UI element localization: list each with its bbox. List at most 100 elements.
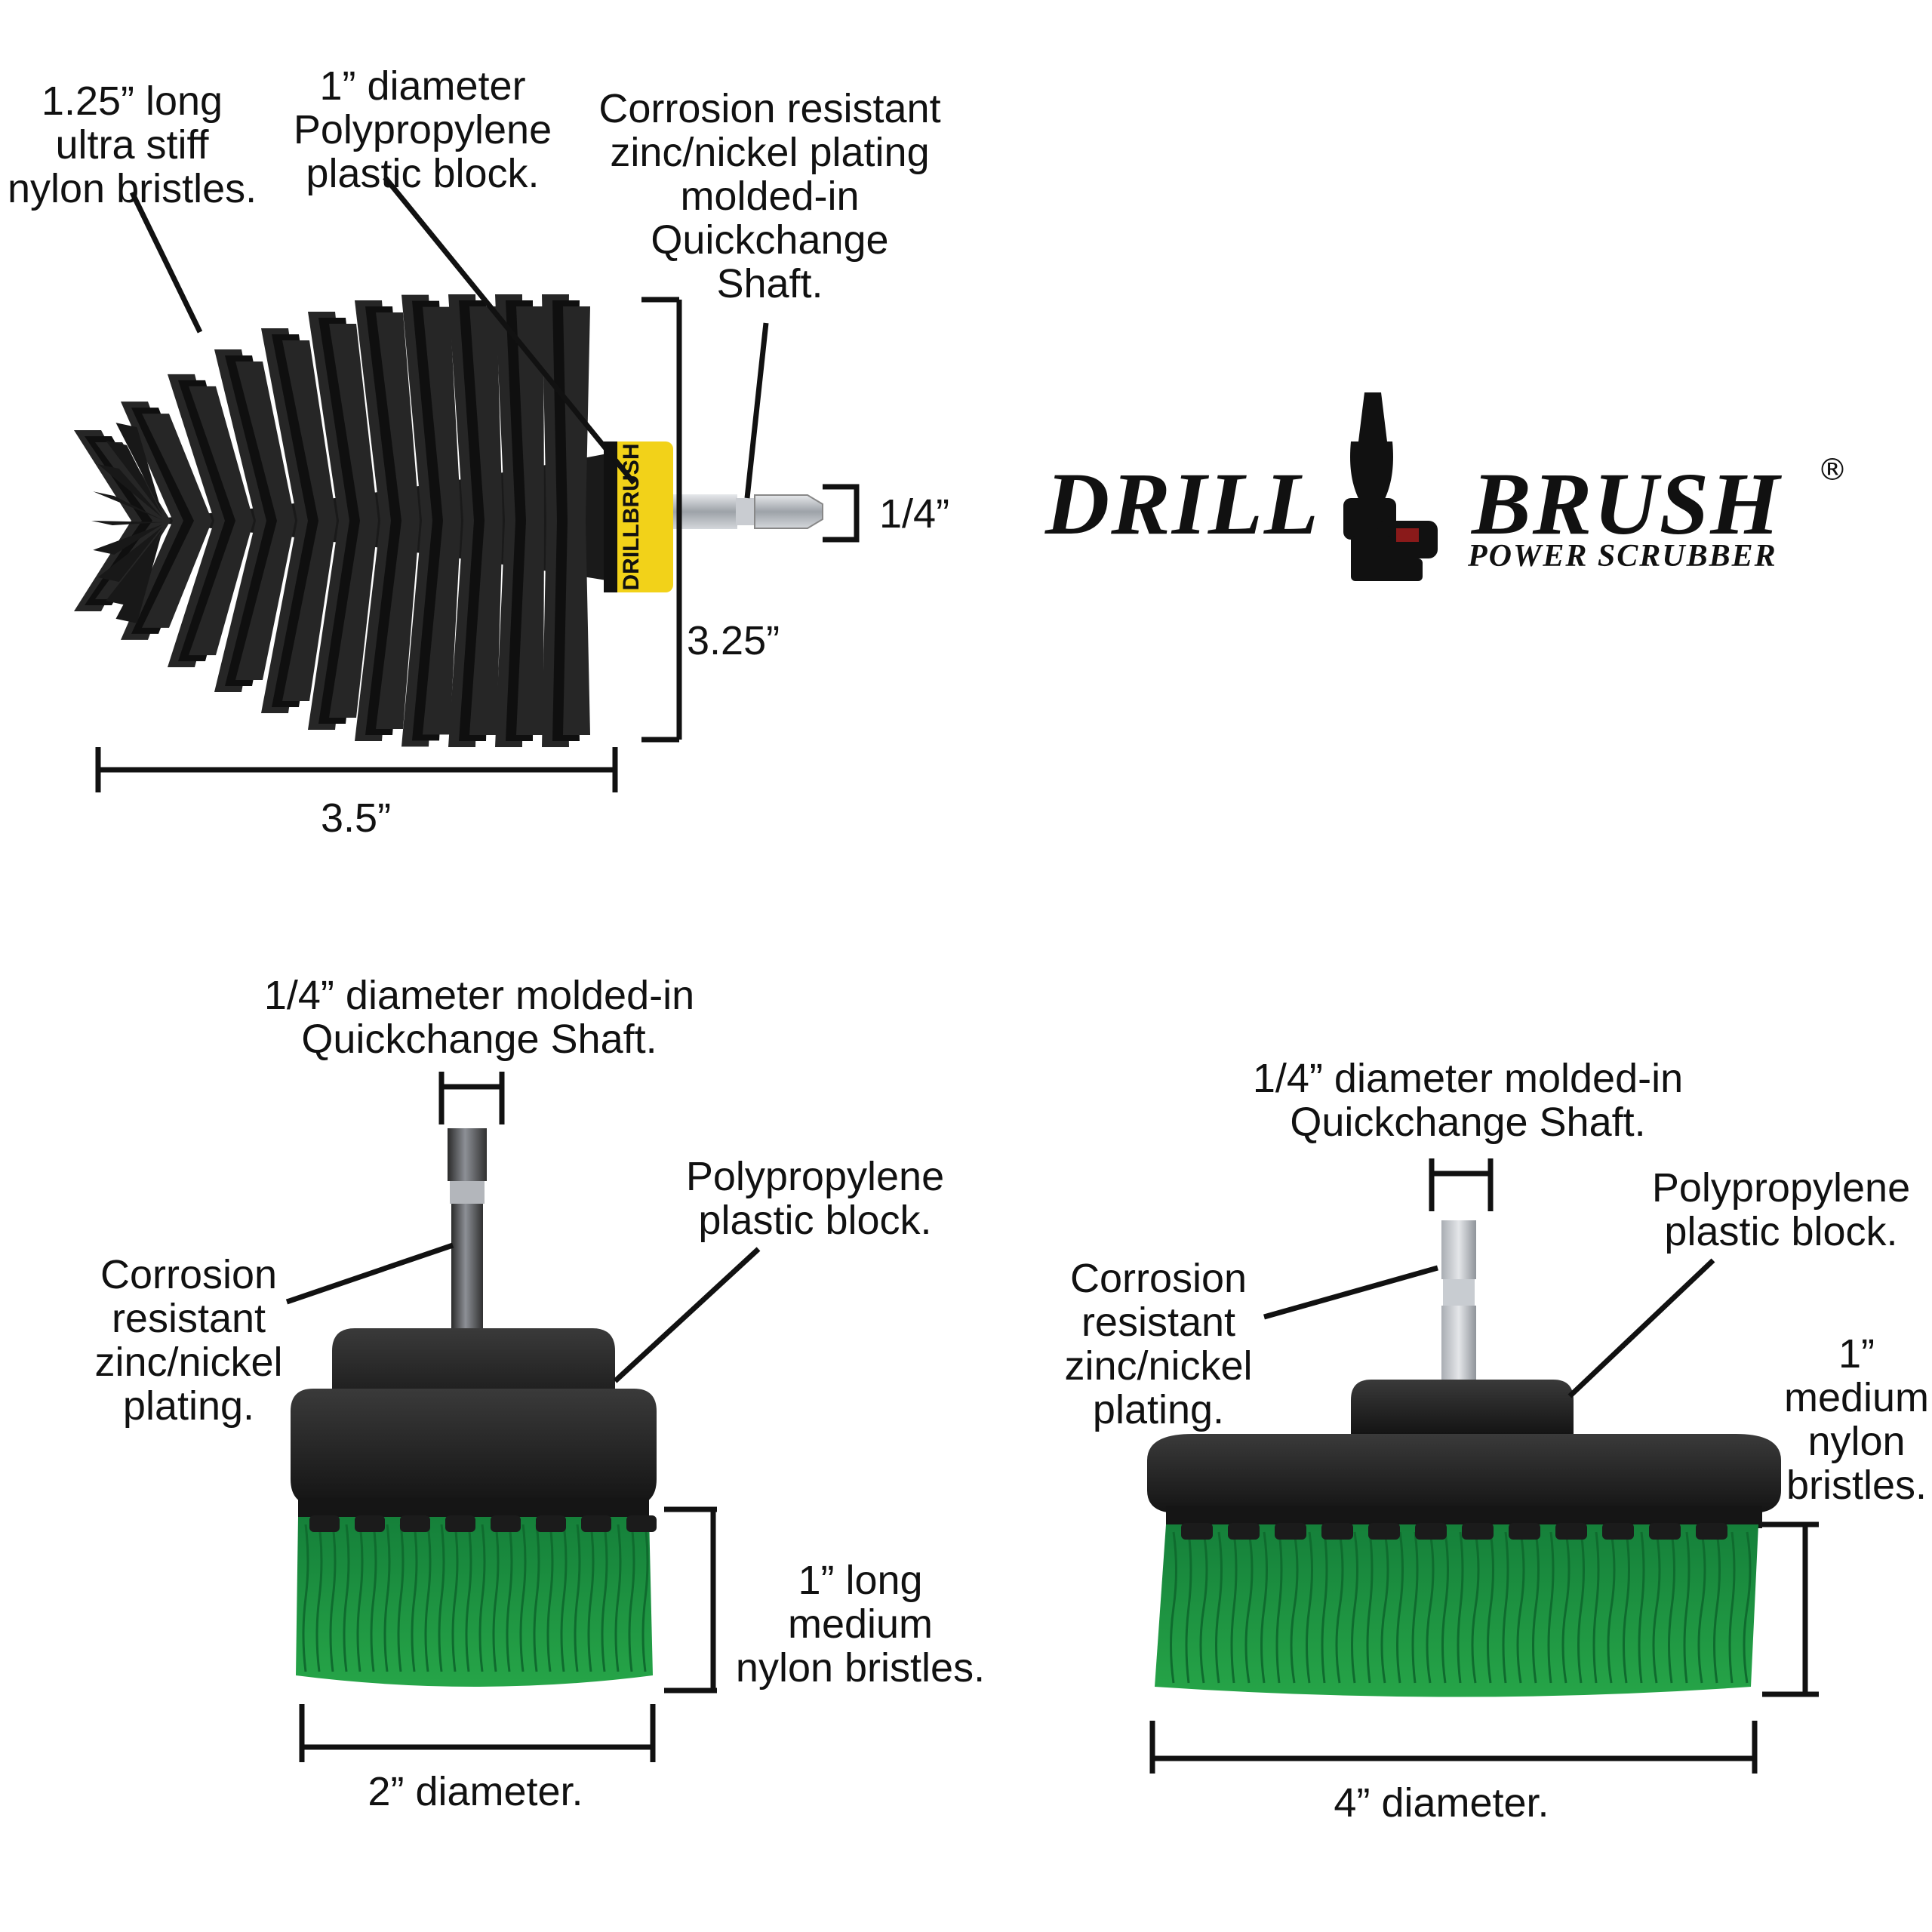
- small-plastic-block: [291, 1328, 657, 1521]
- bristle-tuft: [142, 414, 212, 521]
- green-strand: [533, 1524, 540, 1672]
- drillbrush-logo: [1343, 392, 1438, 581]
- green-strand: [1380, 1531, 1389, 1684]
- large-green-bristles: [1155, 1523, 1758, 1697]
- large-bristle-height-line: [1762, 1521, 1819, 1697]
- bristle-tuft: [142, 521, 212, 628]
- tuft-socket: [1649, 1523, 1681, 1540]
- large-shaft-callout-line-2: Quickchange Shaft.: [1290, 1100, 1646, 1145]
- bristle-tuft: [115, 531, 162, 623]
- green-strand: [1471, 1531, 1480, 1684]
- green-strand: [315, 1524, 323, 1672]
- large-shaft-bracket: [1429, 1158, 1494, 1211]
- top-brush: DRILLBRUSH: [74, 294, 823, 747]
- large-plating-callout-line-3: zinc/nickel: [1064, 1343, 1253, 1389]
- large-plating-callout-line-2: resistant: [1081, 1300, 1236, 1345]
- green-strand: [1366, 1531, 1374, 1684]
- bristle-tuft: [516, 521, 544, 735]
- green-strand: [601, 1524, 608, 1672]
- large-plating-callout-line-4: plating.: [1092, 1387, 1225, 1432]
- length-dimension-line: [95, 747, 618, 792]
- shaft-callout-line-4: Quickchange: [651, 217, 889, 263]
- small-plating-callout-line-1: Corrosion: [100, 1252, 278, 1297]
- green-strand: [560, 1524, 568, 1672]
- green-strand: [343, 1524, 350, 1672]
- green-strand: [465, 1524, 472, 1672]
- bristle-tuft: [469, 521, 503, 735]
- bristle-tuft: [189, 386, 254, 521]
- tuft-socket: [445, 1515, 475, 1532]
- small-block-leader-line: [613, 1247, 761, 1383]
- small-green-bristles: [296, 1515, 657, 1687]
- green-strand: [1396, 1531, 1404, 1684]
- small-bristle-height-line: [664, 1506, 717, 1694]
- bristle-tuft: [93, 525, 162, 555]
- large-bristle-callout-line-1: 1”: [1838, 1331, 1875, 1377]
- large-shaft-callout: 1/4” diameter molded-in Quickchange Shaf…: [1238, 1057, 1698, 1144]
- green-strand: [587, 1524, 595, 1672]
- green-strand: [1487, 1531, 1494, 1684]
- green-strand: [1577, 1531, 1585, 1684]
- large-plating-callout: Corrosion resistant zinc/nickel plating.: [1045, 1257, 1272, 1432]
- shaft-leader-line: [744, 322, 769, 499]
- large-block-callout-line-2: plastic block.: [1664, 1209, 1898, 1254]
- tuft-socket: [400, 1515, 430, 1532]
- block-callout-line-1: 1” diameter: [319, 63, 526, 109]
- green-strand: [1260, 1531, 1268, 1684]
- tuft-socket: [1415, 1523, 1447, 1540]
- height-dimension-line: [641, 297, 682, 743]
- bristle-tuft: [97, 464, 162, 518]
- block-callout-line-3: plastic block.: [306, 151, 540, 196]
- small-shaft-callout: 1/4” diameter molded-in Quickchange Shaf…: [249, 974, 709, 1061]
- green-strand: [1697, 1531, 1706, 1684]
- bristle-tuft: [516, 306, 544, 521]
- bristle-tuft: [106, 440, 162, 515]
- green-strand: [1623, 1531, 1630, 1684]
- green-strand: [1306, 1531, 1313, 1684]
- small-shaft-bracket: [438, 1072, 505, 1124]
- tuft-socket: [1555, 1523, 1587, 1540]
- bristle-tuft: [423, 521, 461, 735]
- small-block-callout: Polypropylene plastic block.: [672, 1155, 958, 1242]
- green-strand: [628, 1524, 635, 1672]
- bristle-tuft: [563, 521, 590, 735]
- tuft-socket: [1368, 1523, 1400, 1540]
- bristle-tuft: [115, 423, 162, 513]
- green-strand: [1728, 1531, 1736, 1684]
- large-plating-callout-line-1: Corrosion: [1069, 1256, 1247, 1301]
- shaft-callout: Corrosion resistant zinc/nickel plating …: [596, 87, 943, 306]
- bristle-tuft: [423, 306, 461, 521]
- bristle-leader-line: [129, 191, 203, 334]
- block-callout: 1” diameter Polypropylene plastic block.: [287, 64, 558, 195]
- tuft-socket: [1462, 1523, 1494, 1540]
- large-bristle-callout-line-2: medium: [1783, 1375, 1930, 1420]
- bristle-callout-line-3: nylon bristles.: [8, 166, 257, 211]
- green-strand: [546, 1524, 554, 1672]
- tuft-socket: [309, 1515, 340, 1532]
- small-block-callout-line-1: Polypropylene: [685, 1154, 945, 1199]
- shaft-callout-line-2: zinc/nickel plating: [610, 130, 930, 175]
- small-bristle-callout: 1” long medium nylon bristles.: [709, 1558, 1011, 1690]
- green-strand: [1652, 1531, 1661, 1684]
- height-label: 3.25”: [687, 618, 780, 663]
- small-hex-shaft: [448, 1128, 487, 1351]
- large-dimensions: [1149, 1158, 1819, 1774]
- large-bristle-callout: 1” medium nylon bristles.: [1766, 1332, 1932, 1507]
- tuft-socket: [1181, 1523, 1213, 1540]
- green-strand: [1457, 1531, 1464, 1684]
- bristle-callout-line-2: ultra stiff: [55, 122, 209, 168]
- green-strand: [397, 1524, 405, 1672]
- green-strand: [1215, 1531, 1223, 1684]
- green-strand: [1290, 1531, 1299, 1684]
- bristle-tuft: [235, 521, 295, 680]
- green-strand: [370, 1524, 377, 1672]
- green-strand: [1426, 1531, 1435, 1684]
- green-strand: [411, 1524, 418, 1672]
- small-bristle-callout-line-3: nylon bristles.: [735, 1645, 986, 1690]
- green-strand: [1683, 1531, 1690, 1684]
- tuft-socket: [536, 1515, 566, 1532]
- bristle-tuft: [376, 521, 420, 730]
- green-strand: [1321, 1531, 1328, 1684]
- green-strand: [506, 1524, 513, 1672]
